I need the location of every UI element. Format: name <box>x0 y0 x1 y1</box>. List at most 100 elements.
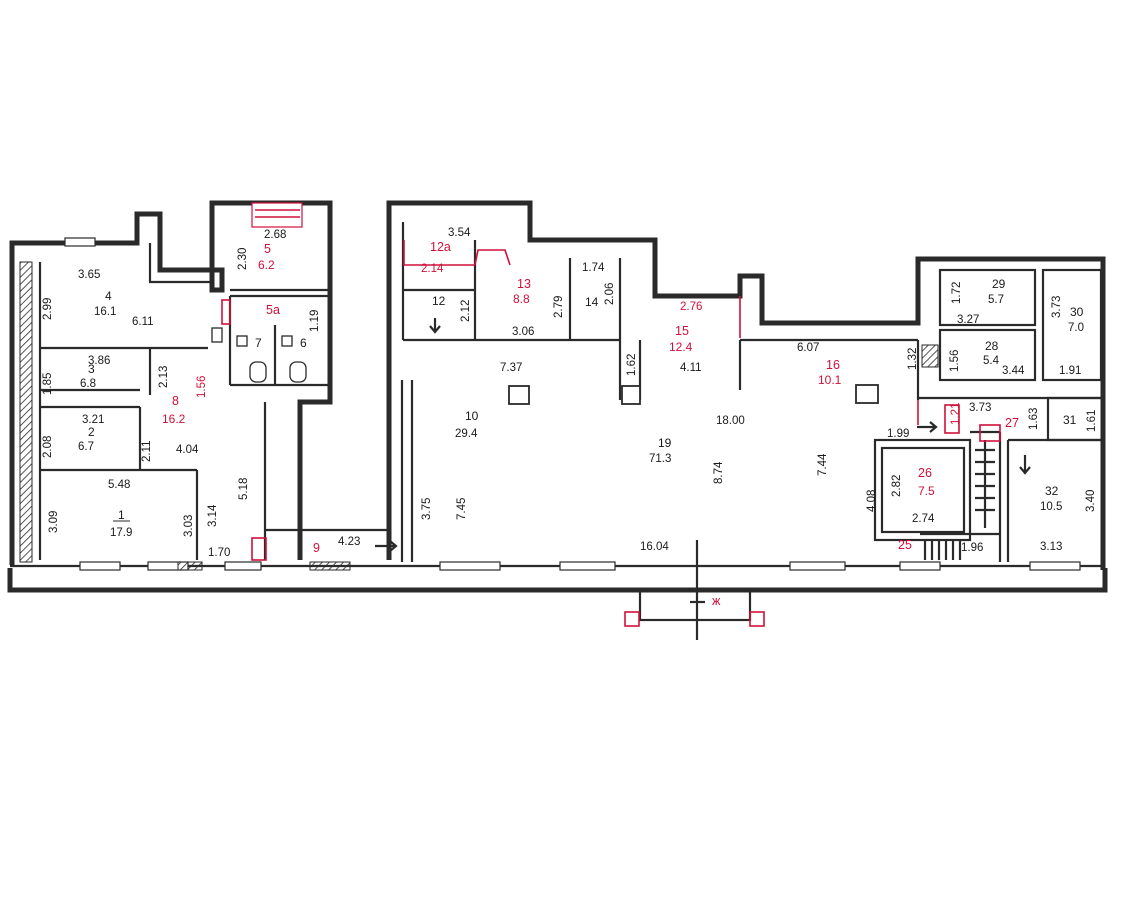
room-number-5a: 5a <box>266 303 280 317</box>
dim-1-62: 1.62 <box>626 354 638 376</box>
stair-symbol <box>920 440 1000 560</box>
room-number-14: 14 <box>585 295 599 309</box>
room-number-19: 19 <box>658 436 672 450</box>
dim-3-75: 3.75 <box>421 498 433 520</box>
center-walls <box>400 222 920 562</box>
dim-3-13: 3.13 <box>1040 541 1062 553</box>
door-arrows <box>375 318 1031 552</box>
room-area-5: 6.2 <box>258 258 275 272</box>
room-area-8: 16.2 <box>162 412 186 426</box>
dim-2-30: 2.30 <box>237 248 249 270</box>
dim-3-65: 3.65 <box>78 269 100 281</box>
room-area-29: 5.7 <box>988 294 1004 306</box>
dim-3-54: 3.54 <box>448 227 471 239</box>
dim-3-73a: 3.73 <box>1051 296 1063 318</box>
room-number-9: 9 <box>313 541 320 555</box>
dim-1-61: 1.61 <box>1086 410 1098 432</box>
dim-5-48: 5.48 <box>108 479 130 491</box>
dim-2-68: 2.68 <box>264 229 286 241</box>
dim-3-44: 3.44 <box>1002 365 1025 377</box>
dim-1-56b: 1.56 <box>949 350 961 372</box>
room-number-2: 2 <box>88 425 95 439</box>
room-area-2: 6.7 <box>78 441 94 453</box>
dim-6-07: 6.07 <box>797 342 819 354</box>
room-number-28: 28 <box>985 339 999 353</box>
dim-2-12: 2.12 <box>460 300 472 322</box>
left-wing-walls <box>38 262 389 560</box>
room-area-13: 8.8 <box>513 292 530 306</box>
dim-1-74: 1.74 <box>582 262 605 274</box>
dim-3-09: 3.09 <box>48 511 60 533</box>
room-number-12: 12 <box>432 294 446 308</box>
dim-3-86: 3.86 <box>88 355 110 367</box>
room-labels: 1 17.9 2 6.7 3 6.8 4 16.1 5 6.2 5a 6 7 8… <box>78 240 1084 555</box>
room-area-19: 71.3 <box>649 453 671 465</box>
room-number-6: 6 <box>300 336 307 350</box>
dim-1-85: 1.85 <box>42 373 54 395</box>
room-number-8: 8 <box>172 394 179 408</box>
dim-2-79: 2.79 <box>553 296 565 318</box>
dim-18-00: 18.00 <box>716 415 745 427</box>
room-number-27: 27 <box>1005 416 1019 430</box>
dim-3-21: 3.21 <box>82 414 104 426</box>
red-wall-marks <box>221 240 1001 561</box>
room-number-15: 15 <box>675 324 689 338</box>
entrance-mark: ж <box>712 594 721 608</box>
dim-1-72: 1.72 <box>951 282 963 304</box>
dim-1-70: 1.70 <box>208 547 230 559</box>
room-area-30: 7.0 <box>1068 322 1084 334</box>
room-number-5: 5 <box>264 242 271 256</box>
dim-1-32: 1.32 <box>907 348 919 370</box>
dim-3-06: 3.06 <box>512 326 534 338</box>
room-area-15: 12.4 <box>669 340 693 354</box>
dim-2-76: 2.76 <box>680 301 702 313</box>
room-number-25: 25 <box>898 538 912 552</box>
room-number-4: 4 <box>105 289 112 303</box>
dim-2-13: 2.13 <box>158 366 170 388</box>
dim-7-45: 7.45 <box>456 498 468 520</box>
dim-4-08: 4.08 <box>866 490 878 512</box>
dim-2-82: 2.82 <box>891 475 903 497</box>
dim-2-06: 2.06 <box>604 283 616 305</box>
dim-3-73b: 3.73 <box>969 402 991 414</box>
room-number-1: 1 <box>118 508 125 522</box>
room-number-12a: 12a <box>430 240 451 254</box>
room-number-32: 32 <box>1045 484 1059 498</box>
dim-2-74: 2.74 <box>912 513 935 525</box>
room-area-3: 6.8 <box>80 378 96 390</box>
room-area-10: 29.4 <box>455 428 478 440</box>
dim-4-11: 4.11 <box>680 362 702 374</box>
room-number-29: 29 <box>992 277 1006 291</box>
dim-2-08: 2.08 <box>42 436 54 458</box>
room-area-28: 5.4 <box>983 355 1000 367</box>
dim-3-03: 3.03 <box>183 515 195 537</box>
dim-1-21: 1.21 <box>950 403 962 425</box>
room-number-16: 16 <box>826 358 840 372</box>
room-number-26: 26 <box>918 466 932 480</box>
room-number-30: 30 <box>1070 305 1084 319</box>
entrance: ж <box>624 540 765 640</box>
dim-7-37: 7.37 <box>500 362 522 374</box>
room-number-31: 31 <box>1063 413 1077 427</box>
room-number-3: 3 <box>88 362 95 376</box>
dim-8-74: 8.74 <box>713 461 725 484</box>
room-area-32: 10.5 <box>1040 501 1062 513</box>
dim-4-23: 4.23 <box>338 536 360 548</box>
dim-16-04: 16.04 <box>640 541 669 553</box>
dim-6-11: 6.11 <box>132 316 154 328</box>
dim-1-19: 1.19 <box>309 310 321 332</box>
room-area-1: 17.9 <box>110 527 132 539</box>
dimension-labels: 3.65 2.99 6.11 2.30 2.68 1.19 3.86 1.85 … <box>42 227 1098 559</box>
room-area-16: 10.1 <box>818 373 842 387</box>
dim-2-99: 2.99 <box>42 298 54 320</box>
room-number-10: 10 <box>465 409 479 423</box>
room-number-7: 7 <box>255 336 262 350</box>
dim-5-18: 5.18 <box>238 478 250 500</box>
dim-2-11: 2.11 <box>141 440 153 462</box>
windows <box>64 202 1081 571</box>
right-block-walls <box>873 268 1105 562</box>
outer-walls <box>7 200 1108 593</box>
dim-2-14: 2.14 <box>421 263 444 275</box>
dim-1-56: 1.56 <box>196 376 208 398</box>
